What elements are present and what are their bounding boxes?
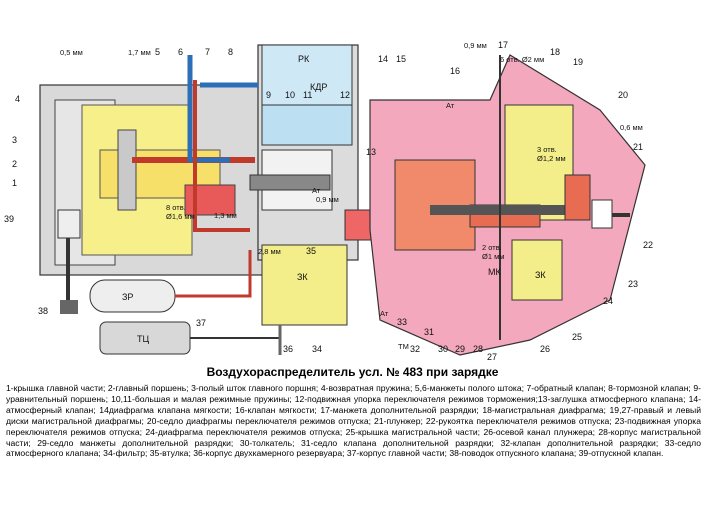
callout-23: 23 [628, 279, 638, 289]
callout-22: 22 [643, 240, 653, 250]
callout-8: 8 [228, 47, 233, 57]
callout-2: 2 [12, 159, 17, 169]
callout-1: 1 [12, 178, 17, 188]
callout-12: 12 [340, 90, 350, 100]
holes-3-12: 3 отв. [537, 145, 557, 154]
dim-13mm: 1,3 мм [214, 211, 237, 220]
holes-8-16b: Ø1,6 мм [166, 212, 195, 221]
callout-37: 37 [196, 318, 206, 328]
label-tc: ТЦ [137, 334, 149, 344]
callout-34: 34 [312, 344, 322, 354]
callout-16: 16 [450, 66, 460, 76]
callout-19: 19 [573, 57, 583, 67]
label-zr: ЗР [122, 292, 133, 302]
callout-29: 29 [455, 344, 465, 354]
callout-30: 30 [438, 344, 448, 354]
callout-10: 10 [285, 90, 295, 100]
label-zk-right: ЗК [535, 270, 546, 280]
dim-17mm: 1,7 мм [128, 48, 151, 57]
callout-33: 33 [397, 317, 407, 327]
callout-21: 21 [633, 142, 643, 152]
label-at-top: Ат [446, 101, 455, 110]
callout-35: 35 [306, 246, 316, 256]
callout-13: 13 [366, 147, 376, 157]
callout-24: 24 [603, 296, 613, 306]
dim-09mm-left: 0,9 мм [316, 195, 339, 204]
callout-18: 18 [550, 47, 560, 57]
callout-39: 39 [4, 214, 14, 224]
legend-text: 1-крышка главной части; 2-главный поршен… [6, 383, 701, 459]
callout-32: 32 [410, 344, 420, 354]
callout-11: 11 [303, 90, 312, 100]
holes-8-16: 8 отв. [166, 203, 186, 212]
holes-2-1b: Ø1 мм [482, 252, 504, 261]
holes-2-1: 2 отв. [482, 243, 502, 252]
air-distributor-diagram: РК КДР ЗК ЗК МК ЗР ТЦ Ат Ат Ат ТМ 0,5 мм… [4, 40, 653, 362]
dim-05mm: 0,5 мм [60, 48, 83, 57]
callout-38: 38 [38, 306, 48, 316]
callout-27: 27 [487, 352, 497, 362]
callout-36: 36 [283, 344, 293, 354]
center-chambers [200, 44, 376, 355]
callout-6: 6 [178, 47, 183, 57]
label-kdr: КДР [310, 82, 327, 92]
callout-14: 14 [378, 54, 388, 64]
dim-09mm-top: 0,9 мм [464, 41, 487, 50]
main-part-body [39, 55, 271, 314]
reservoirs [89, 250, 280, 355]
holes-3-12b: Ø1,2 мм [537, 154, 566, 163]
callout-31: 31 [424, 327, 434, 337]
label-pk: РК [298, 54, 310, 64]
label-tm: ТМ [398, 342, 409, 351]
dim-28mm: 2,8 мм [258, 247, 281, 256]
callout-15: 15 [396, 54, 406, 64]
callout-4: 4 [15, 94, 20, 104]
callout-25: 25 [572, 332, 582, 342]
label-mk: МК [488, 267, 501, 277]
callout-7: 7 [205, 47, 210, 57]
callout-20: 20 [618, 90, 628, 100]
magistral-part-body [369, 54, 646, 356]
holes-6-2: 6 отв. Ø2 мм [500, 55, 544, 64]
callout-3: 3 [12, 135, 17, 145]
label-zk-left: ЗК [297, 272, 308, 282]
callouts: 1 2 3 4 5 6 7 8 9 10 11 12 13 14 15 16 1… [4, 40, 653, 362]
callout-17: 17 [498, 40, 508, 50]
callout-28: 28 [473, 344, 483, 354]
diagram-title: Воздухораспределитель усл. № 483 при зар… [206, 365, 499, 379]
callout-9: 9 [266, 90, 271, 100]
label-at-left: Ат [312, 186, 321, 195]
dim-06mm: 0,6 мм [620, 123, 643, 132]
label-at-bottom: Ат [380, 309, 389, 318]
callout-5: 5 [155, 47, 160, 57]
callout-26: 26 [540, 344, 550, 354]
